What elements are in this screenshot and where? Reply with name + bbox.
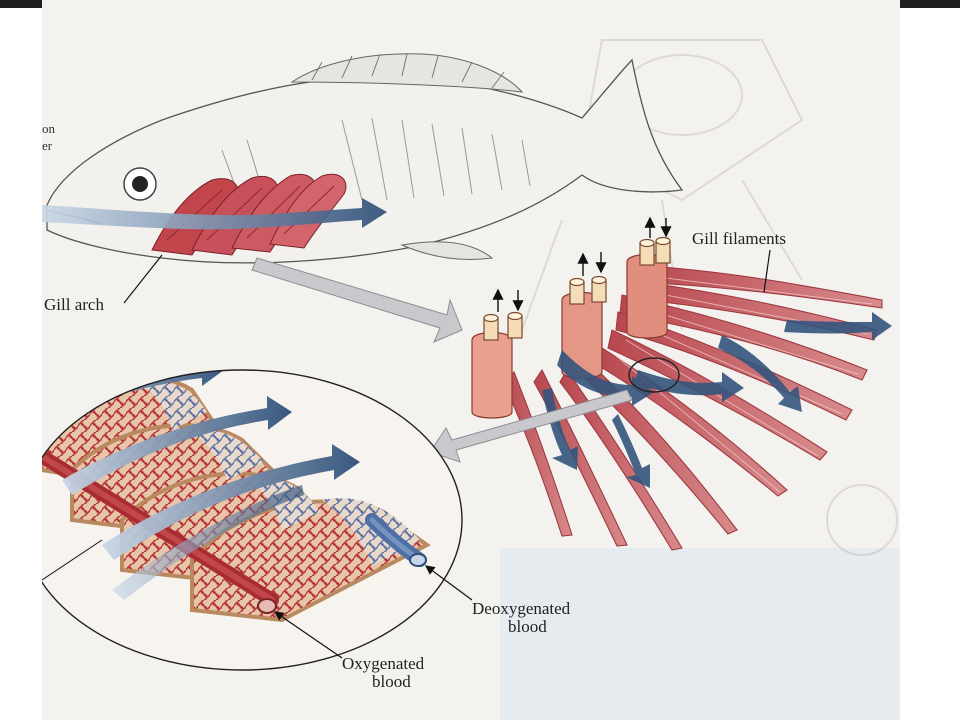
zoom-pointer-arrow-2 (429, 389, 633, 463)
deoxygenated-blood-label-line-2: blood (508, 617, 547, 636)
oxygenated-blood-label-line-2: blood (372, 672, 411, 691)
deoxygenated-blood-label-line-1: Deoxygenated (472, 599, 571, 618)
gill-filaments-label: Gill filaments (692, 229, 786, 248)
lamellae-detail (42, 369, 463, 671)
water-flow-arrow-fish (42, 198, 387, 230)
cropped-label-line-1: on (42, 121, 55, 136)
gill-diagram: on er (42, 0, 900, 720)
gill-arches-in-fish (151, 174, 347, 256)
cropped-label-line-2: er (42, 138, 53, 153)
gill-filaments-illustration (471, 216, 892, 551)
diagram-artwork (42, 39, 898, 671)
left-pointer-line (42, 539, 103, 581)
gill-filaments-pointer (763, 249, 771, 293)
fish-illustration (46, 53, 684, 264)
zoom-pointer-arrow-1 (251, 257, 463, 343)
gill-arch-label: Gill arch (44, 295, 104, 314)
gill-arch-pointer (123, 254, 163, 304)
oxygenated-blood-label-line-1: Oxygenated (342, 654, 425, 673)
background-panel (500, 548, 900, 720)
